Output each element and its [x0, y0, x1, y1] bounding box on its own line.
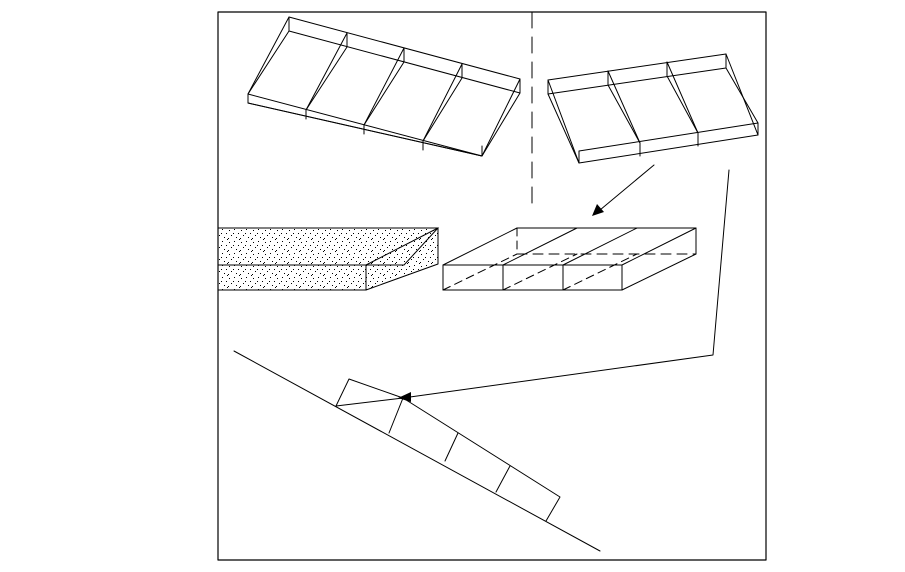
slope-with-gabions — [233, 350, 601, 552]
gabion-box-4-cell — [247, 16, 521, 157]
arrow-to-empty-box — [592, 164, 655, 216]
gabion-box-3-cell — [547, 53, 759, 164]
filled-gabion-slab — [218, 227, 440, 291]
arrow-to-slope — [398, 169, 730, 402]
empty-gabion-box-6-cell — [442, 227, 697, 291]
slope-line — [233, 350, 601, 552]
slab-top-face — [218, 227, 440, 266]
slab-side-face — [366, 228, 438, 290]
slab-front-face — [218, 265, 404, 290]
